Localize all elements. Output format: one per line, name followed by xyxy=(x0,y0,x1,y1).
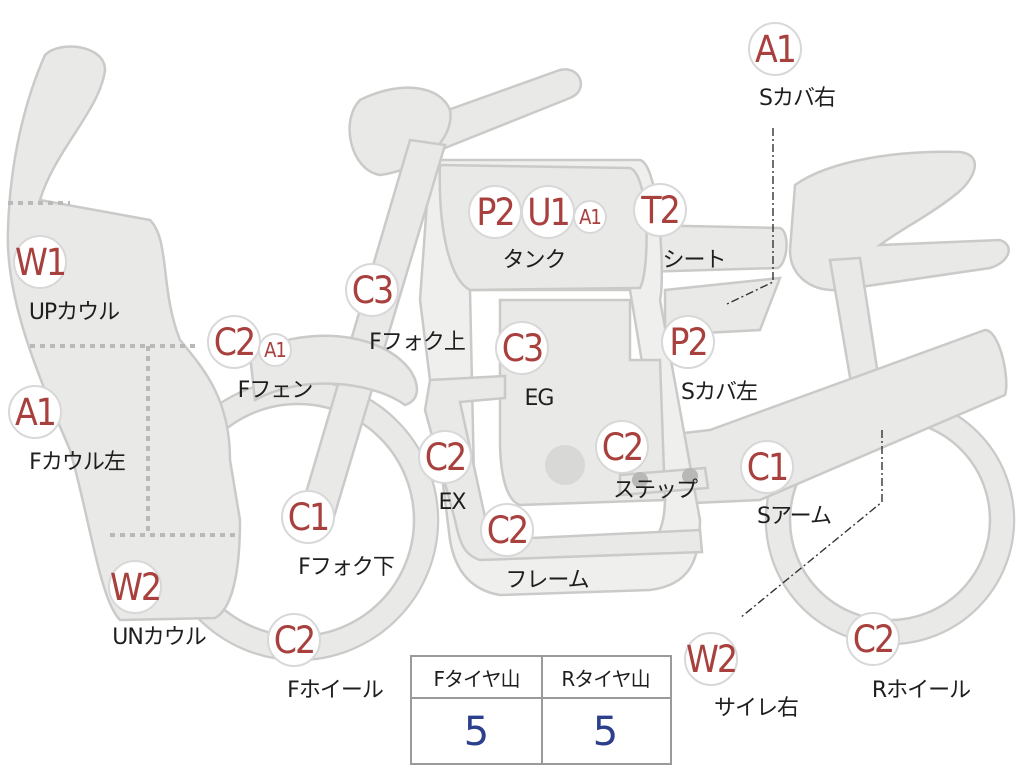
label-f-fender: Fフェン xyxy=(237,378,314,403)
grade-badge-tank-2: U1 xyxy=(521,185,575,239)
grade-badge-step: C2 xyxy=(595,420,649,474)
grade-badge-ex: C2 xyxy=(418,430,472,484)
rear-tire-value: 5 xyxy=(592,709,619,755)
label-scover-r: Sカバ右 xyxy=(759,86,836,111)
label-step: ステップ xyxy=(612,478,698,503)
exhaust-shape xyxy=(423,374,704,562)
label-frame: フレーム xyxy=(505,568,589,593)
label-ex: EX xyxy=(438,490,467,515)
label-up-cowl: UPカウル xyxy=(28,300,120,325)
leader-scover-r xyxy=(724,128,774,306)
rear-tire-header: Rタイヤ山 xyxy=(541,657,670,699)
fairing-shape xyxy=(6,45,242,622)
grade-badge-tank: P2 xyxy=(468,185,522,239)
grade-badge-scover-r: A1 xyxy=(748,22,802,76)
grade-badge-silencer-r: W2 xyxy=(684,632,738,686)
grade-badge-tank-3: A1 xyxy=(573,200,607,234)
grade-badge-f-fender-2: A1 xyxy=(258,333,292,367)
engine-cover-shape xyxy=(545,445,585,485)
tail-cowl-shape xyxy=(788,150,1010,292)
label-f-wheel: Fホイール xyxy=(287,678,384,703)
grade-badge-f-cowl-l: A1 xyxy=(8,385,62,439)
grade-badge-s-arm: C1 xyxy=(740,440,794,494)
grade-badge-f-fork-up: C3 xyxy=(345,263,399,317)
label-seat: シート xyxy=(662,248,726,273)
label-silencer-r: サイレ右 xyxy=(713,696,799,721)
label-f-fork-up: Fフォク上 xyxy=(369,330,466,355)
label-tank: タンク xyxy=(502,248,566,273)
grade-badge-seat: T2 xyxy=(633,183,687,237)
grade-badge-f-wheel: C2 xyxy=(267,613,321,667)
label-eg: EG xyxy=(524,386,555,411)
label-f-fork-low: Fフォク下 xyxy=(298,555,395,580)
label-un-cowl: UNカウル xyxy=(112,625,207,650)
front-tire-header: Fタイヤ山 xyxy=(412,657,541,699)
tire-tread-table: Fタイヤ山 Rタイヤ山 5 5 xyxy=(410,655,672,765)
grade-badge-up-cowl: W1 xyxy=(13,235,67,289)
handlebar-shape xyxy=(418,68,582,152)
label-scover-l: Sカバ左 xyxy=(681,380,758,405)
grade-badge-scover-l: P2 xyxy=(661,315,715,369)
label-r-wheel: Rホイール xyxy=(871,678,971,703)
seat-shape xyxy=(638,223,788,274)
grade-badge-f-fender: C2 xyxy=(207,315,261,369)
label-s-arm: Sアーム xyxy=(757,504,832,529)
grade-badge-r-wheel: C2 xyxy=(846,612,900,666)
grade-badge-frame: C2 xyxy=(480,503,534,557)
grade-badge-eg: C3 xyxy=(495,321,549,375)
label-f-cowl-l: Fカウル左 xyxy=(29,450,126,475)
leader-silencer-r xyxy=(739,430,883,619)
step-peg-2 xyxy=(682,468,698,484)
grade-badge-f-fork-low: C1 xyxy=(281,490,335,544)
front-tire-value: 5 xyxy=(463,709,490,755)
step-peg-1 xyxy=(632,472,648,488)
grade-badge-un-cowl: W2 xyxy=(108,560,162,614)
table-divider xyxy=(541,657,543,763)
